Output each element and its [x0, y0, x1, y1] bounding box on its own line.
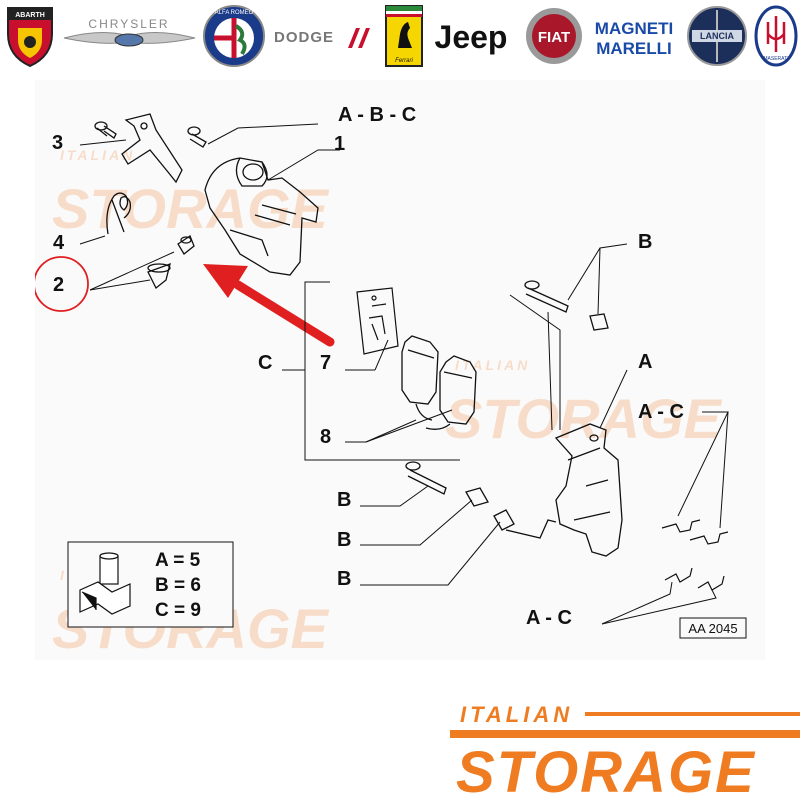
pin-b-leader-lines: [509, 243, 628, 431]
legend-b: B = 6: [155, 575, 201, 596]
callout-1: 1: [334, 133, 345, 155]
guide-bolt-abc: [187, 126, 207, 148]
callout-2: 2: [53, 274, 64, 296]
svg-text:FIAT: FIAT: [538, 29, 570, 46]
callout-b-3: B: [337, 568, 351, 590]
guide-pin-b-lower: [405, 461, 557, 539]
guide-pin-b-top: [524, 280, 609, 331]
alfa-romeo-logo: ALFA ROMEO: [203, 5, 265, 67]
svg-text:CHRYSLER: CHRYSLER: [88, 17, 169, 31]
callout-7: 7: [320, 352, 331, 374]
fiat-logo: FIAT: [526, 8, 582, 64]
callout-a: A: [638, 351, 652, 373]
watermark: ITALIAN STORAGE ITALIAN STORAGE ITALIAN …: [52, 147, 723, 660]
highlight-circle: [35, 256, 89, 312]
lancia-logo: LANCIA: [687, 6, 747, 66]
parts-box-icon: [79, 552, 131, 615]
clips-leader-lines: [601, 411, 729, 625]
brake-pads: [401, 335, 477, 430]
svg-text:LANCIA: LANCIA: [700, 31, 734, 41]
callout-abc: A - B - C: [338, 104, 416, 126]
pin-b-lower-leader-lines: [360, 485, 501, 586]
svg-text:ABARTH: ABARTH: [15, 12, 45, 19]
reference-code: AA 2045: [679, 617, 747, 639]
legend-c: C = 9: [155, 600, 201, 621]
footer-brand-bar: [450, 730, 800, 738]
jeep-logo: Jeep: [435, 19, 508, 55]
callout-ac-bottom: A - C: [526, 607, 572, 629]
pad-kit-bracket: [282, 281, 460, 461]
chrysler-logo: CHRYSLER: [63, 17, 196, 47]
callout-ac-right: A - C: [638, 401, 684, 423]
callout-c: C: [258, 352, 272, 374]
brake-caliper-exploded-diagram: ITALIAN STORAGE ITALIAN STORAGE ITALIAN …: [35, 80, 765, 660]
svg-text:DODGE: DODGE: [274, 29, 334, 46]
red-pointer-arrow: [203, 264, 335, 347]
callout-b-2: B: [337, 529, 351, 551]
leader-lines: [79, 123, 340, 291]
italian-storage-logo: ITALIAN STORAGE: [450, 702, 800, 800]
anti-rattle-clips: [661, 519, 729, 591]
caliper-carrier-bracket: [554, 423, 623, 557]
watermark-line2: STORAGE: [52, 177, 330, 240]
svg-text:Jeep: Jeep: [435, 19, 508, 55]
callout-b-1: B: [337, 489, 351, 511]
callout-3: 3: [52, 132, 63, 154]
footer-brand-line2: STORAGE: [456, 740, 756, 800]
brand-logo-strip: ABARTH CHRYSLER ALFA ROMEO DODGE Ferrari…: [0, 0, 800, 72]
a-leader-line: [599, 369, 628, 429]
maserati-logo: MASERATI: [754, 5, 798, 67]
watermark-line1: ITALIAN: [455, 357, 530, 373]
callout-4: 4: [53, 232, 65, 254]
ferrari-logo: Ferrari: [385, 5, 423, 67]
svg-text:MAGNETI: MAGNETI: [595, 19, 673, 38]
svg-text:MASERATI: MASERATI: [763, 56, 788, 62]
guide-bolt-3: [94, 121, 117, 139]
callout-8: 8: [320, 426, 331, 448]
svg-text:MARELLI: MARELLI: [596, 39, 672, 58]
abarth-logo: ABARTH: [7, 7, 53, 68]
bleed-screw: [177, 235, 195, 255]
caliper-clip: [121, 113, 183, 184]
svg-text:ALFA ROMEO: ALFA ROMEO: [215, 10, 254, 16]
legend-a: A = 5: [155, 550, 201, 571]
reference-code-text: AA 2045: [688, 621, 737, 636]
accessory-kit-bag: [356, 287, 399, 355]
retaining-spring: [106, 192, 132, 235]
magneti-marelli-logo: MAGNETI MARELLI: [595, 19, 673, 58]
dust-cap: [147, 262, 171, 290]
footer-brand-line1: ITALIAN: [460, 702, 573, 727]
quantity-legend: A = 5 B = 6 C = 9: [67, 541, 234, 628]
callout-b-top: B: [638, 231, 652, 253]
dodge-logo: DODGE: [274, 28, 370, 48]
watermark-line2: STORAGE: [445, 387, 723, 450]
watermark-line1: ITALIAN: [60, 147, 135, 163]
svg-text:Ferrari: Ferrari: [395, 58, 413, 64]
